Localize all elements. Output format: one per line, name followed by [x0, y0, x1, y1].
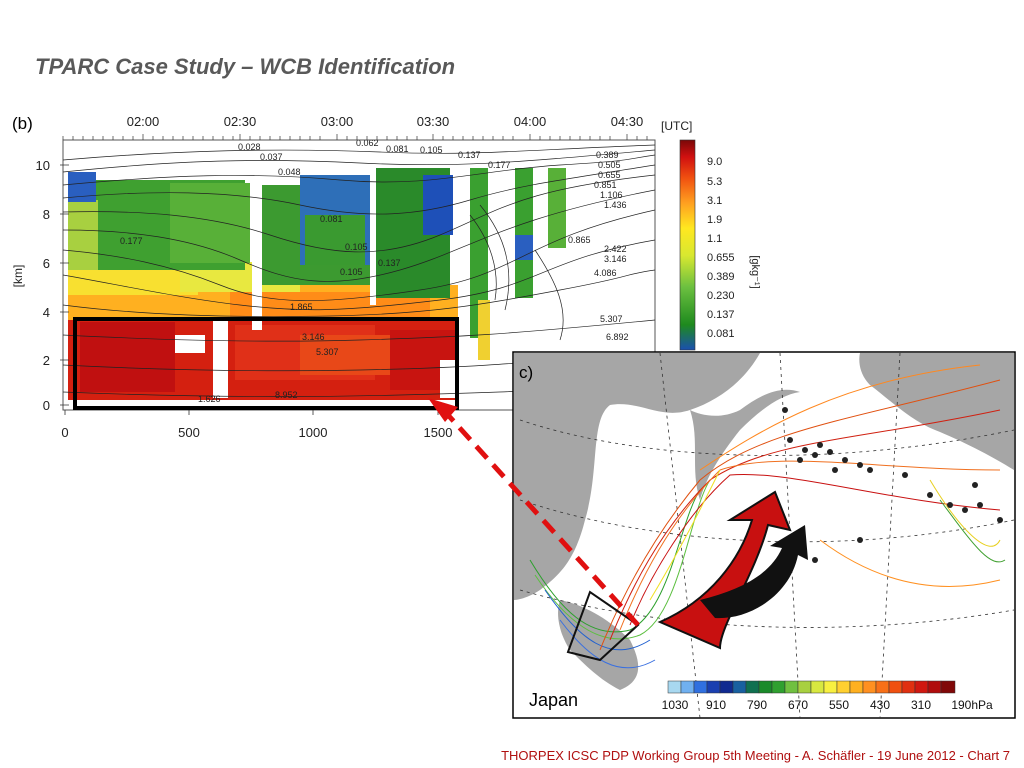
- pressure-tick-label: 910: [706, 698, 726, 712]
- contour-label: 6.892: [606, 332, 629, 342]
- contour-label: 1.106: [600, 190, 623, 200]
- y-tick-label: 10: [36, 158, 50, 173]
- colorbar-tick-label: 0.655: [707, 252, 735, 264]
- contour-label: 0.081: [320, 214, 343, 224]
- time-tick-label: 02:30: [224, 114, 257, 129]
- colorbar-tick-label: 5.3: [707, 176, 722, 188]
- pressure-tick-label: 190hPa: [951, 698, 993, 712]
- colorbar-tick-label: 0.137: [707, 309, 735, 321]
- contour-label: 0.851: [594, 180, 617, 190]
- colorbar-tick-label: 0.389: [707, 271, 735, 283]
- panel-b-label: (b): [12, 114, 33, 133]
- y-tick-label: 6: [43, 256, 50, 271]
- contour-label: 3.146: [604, 254, 627, 264]
- colorbar-tick-label: 0.081: [707, 328, 735, 340]
- panel-b-colorbar: [679, 139, 696, 351]
- contour-label: 0.105: [340, 267, 363, 277]
- connector-arrow-icon: [428, 398, 640, 627]
- y-tick-label: 8: [43, 207, 50, 222]
- contour-label: 0.177: [120, 236, 143, 246]
- pressure-tick-label: 1030: [662, 698, 689, 712]
- panel-c-label: c): [519, 363, 533, 382]
- contour-label: 3.146: [302, 332, 325, 342]
- contour-label: 2.422: [604, 244, 627, 254]
- panel-c-land-asia: [514, 353, 760, 600]
- colorbar-tick-label: 0.230: [707, 290, 735, 302]
- pressure-tick-label: 430: [870, 698, 890, 712]
- contour-label: 1.865: [290, 302, 313, 312]
- contour-label: 1.626: [198, 394, 221, 404]
- panel-b-moisture-field: [68, 165, 566, 400]
- contour-label: 0.389: [596, 150, 619, 160]
- red-ascent-arrow-icon: [657, 490, 792, 650]
- slide-footer: THORPEX ICSC PDP Working Group 5th Meeti…: [501, 748, 1010, 763]
- x-tick-label: 1000: [299, 425, 328, 440]
- pressure-tick-label: 790: [747, 698, 767, 712]
- time-tick-label: 04:30: [611, 114, 644, 129]
- black-ascent-arrow-icon: [700, 525, 808, 619]
- panel-c-pressure-colorbar: [667, 680, 956, 694]
- panel-b-colorbar-ticks: 9.0 5.3 3.1 1.9 1.1 0.655 0.389 0.230 0.…: [707, 156, 735, 340]
- x-tick-label: 1500: [424, 425, 453, 440]
- panel-b-x-axis: 0 500 1000 1500: [61, 425, 452, 440]
- contour-label: 0.028: [238, 142, 261, 152]
- contour-label: 0.105: [345, 242, 368, 252]
- colorbar-tick-label: 9.0: [707, 156, 722, 168]
- time-tick-label: 03:30: [417, 114, 450, 129]
- contour-label: 0.037: [260, 152, 283, 162]
- region-label-japan: Japan: [529, 690, 578, 710]
- colorbar-unit-label: [gkg⁻¹]: [749, 255, 761, 288]
- x-tick-label: 0: [61, 425, 68, 440]
- contour-label: 4.086: [594, 268, 617, 278]
- time-tick-label: 03:00: [321, 114, 354, 129]
- y-axis-label: [km]: [11, 265, 25, 288]
- contour-label: 0.137: [458, 150, 481, 160]
- y-tick-label: 0: [43, 398, 50, 413]
- contour-label: 0.177: [488, 160, 511, 170]
- panel-c-trajectory-map: [512, 351, 1016, 719]
- y-tick-label: 4: [43, 305, 50, 320]
- time-unit-label: [UTC]: [661, 119, 692, 133]
- contour-label: 0.048: [278, 167, 301, 177]
- contour-label: 5.307: [316, 347, 339, 357]
- contour-label: 0.655: [598, 170, 621, 180]
- slide-title: TPARC Case Study – WCB Identification: [35, 54, 456, 79]
- x-tick-label: 500: [178, 425, 200, 440]
- contour-label: 0.105: [420, 145, 443, 155]
- panel-b-top-ticks: [62, 134, 648, 140]
- panel-b-time-axis: 02:00 02:30 03:00 03:30 04:00 04:30: [127, 114, 644, 129]
- panel-c-pressure-ticks: 1030 910 790 670 550 430 310 190hPa: [662, 698, 993, 712]
- contour-label: 0.865: [568, 235, 591, 245]
- time-tick-label: 02:00: [127, 114, 160, 129]
- panel-c-land-kamchatka: [690, 389, 800, 500]
- contour-label: 0.081: [386, 144, 409, 154]
- panel-b-y-axis: 0 2 4 6 8 10: [36, 158, 50, 413]
- time-tick-label: 04:00: [514, 114, 547, 129]
- panel-b-wcb-highlight-box: [73, 317, 459, 410]
- pressure-tick-label: 550: [829, 698, 849, 712]
- colorbar-tick-label: 3.1: [707, 195, 722, 207]
- colorbar-tick-label: 1.9: [707, 214, 722, 226]
- contour-label: 1.436: [604, 200, 627, 210]
- contour-label: 0.062: [356, 138, 379, 148]
- pressure-tick-label: 670: [788, 698, 808, 712]
- colorbar-tick-label: 1.1: [707, 233, 722, 245]
- y-tick-label: 2: [43, 353, 50, 368]
- contour-label: 8.952: [275, 390, 298, 400]
- panel-b-contour-labels: 0.028 0.062 0.081 0.105 0.137 0.177 0.03…: [120, 138, 629, 404]
- panel-c-land-alaska: [859, 353, 1014, 470]
- contour-label: 0.137: [378, 258, 401, 268]
- contour-label: 0.505: [598, 160, 621, 170]
- contour-label: 5.307: [600, 314, 623, 324]
- pressure-tick-label: 310: [911, 698, 931, 712]
